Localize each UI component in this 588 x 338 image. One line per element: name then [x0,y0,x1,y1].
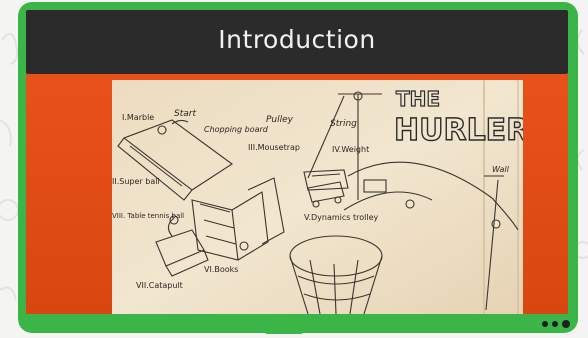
sketch-image: THE HURLER I.Marble Start Chopping board… [112,80,523,314]
label-string: String [330,119,357,129]
logo-the: THE [396,87,440,111]
slide-navigation [542,318,570,330]
label-chopping-board: Chopping board [204,125,269,134]
nav-dot-3[interactable] [562,320,570,328]
label-pulley: Pulley [266,115,294,125]
slide-title: Introduction [218,25,375,54]
hurler-sketch: THE HURLER I.Marble Start Chopping board… [112,80,523,314]
label-dynamics-trolley: V.Dynamics trolley [304,213,378,222]
title-bar: Introduction [26,10,568,74]
nav-dot-1[interactable] [542,321,548,327]
label-catapult: VII.Catapult [136,281,183,290]
label-books: VI.Books [204,265,238,274]
label-super-ball: II.Super ball [112,177,160,186]
bottom-tab [266,328,302,334]
label-table-tennis: VIII. Table tennis ball [112,212,184,220]
label-start: Start [174,109,196,119]
nav-dot-2[interactable] [552,321,558,327]
label-mousetrap: III.Mousetrap [248,143,300,152]
logo-hurler: HURLER [394,113,523,148]
content-panel: THE HURLER I.Marble Start Chopping board… [26,74,568,314]
label-wall: Wall [492,165,510,174]
label-weight: IV.Weight [332,145,369,154]
slide-frame: Introduction [18,2,578,333]
label-marble: I.Marble [122,113,154,122]
